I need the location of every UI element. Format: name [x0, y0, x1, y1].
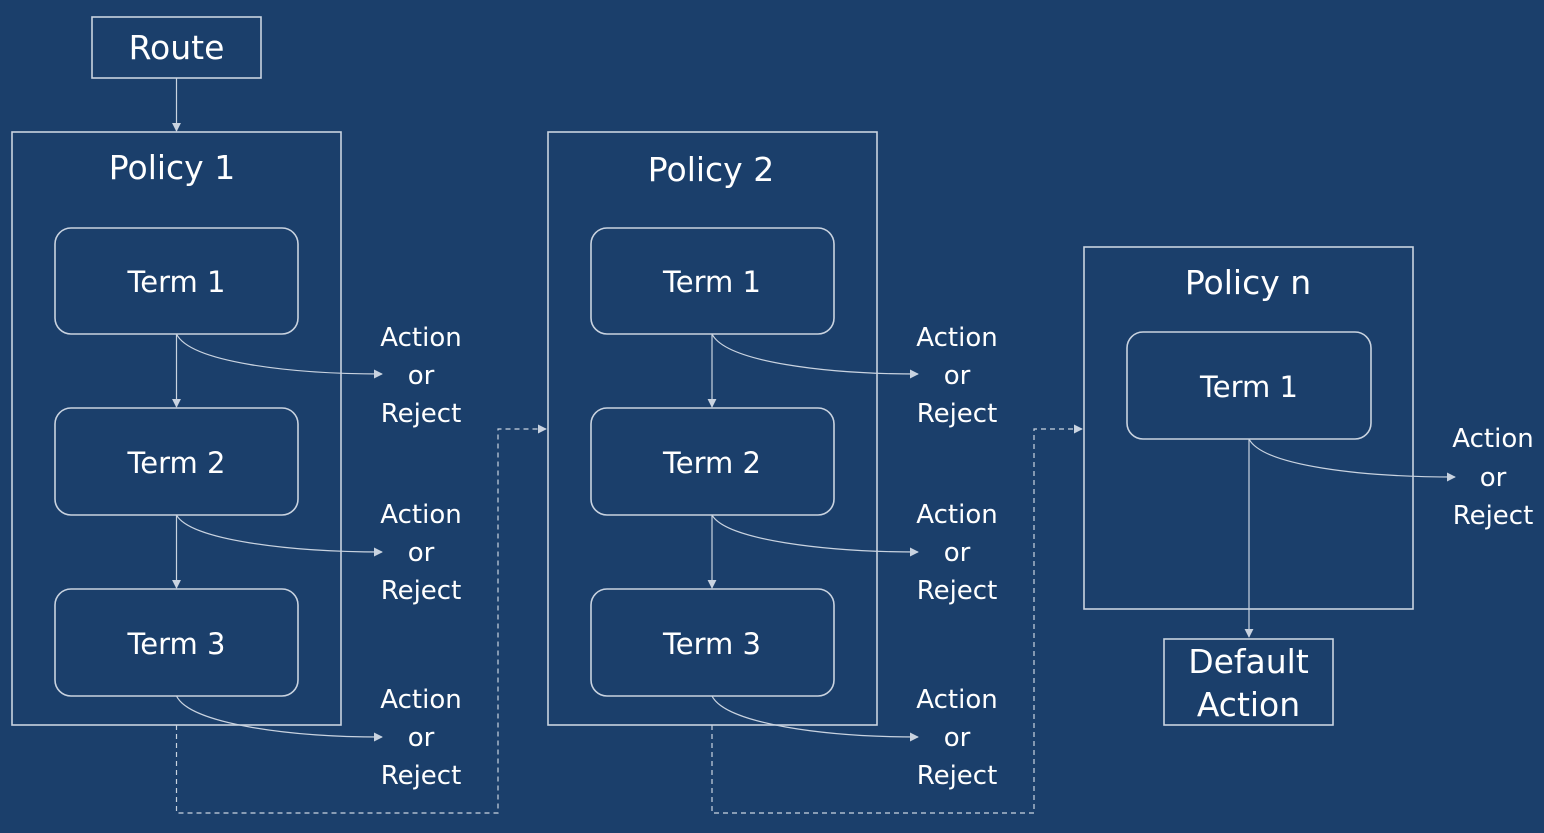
outcome-or: or [408, 361, 435, 391]
p2-term3-outcome-arrow [711, 695, 919, 742]
policy-n-term-1-label: Term 1 [1199, 370, 1298, 404]
policy-1-title: Policy 1 [109, 148, 235, 187]
outcome-or: or [408, 538, 435, 568]
policy-2-term-2: Term 2 [590, 407, 835, 516]
outcome-or: or [944, 361, 971, 391]
p2-term3-outcome: Action or Reject [916, 685, 997, 791]
p1-term2-outcome: Action or Reject [380, 500, 461, 606]
default-action-line-1: Default [1188, 642, 1309, 681]
policy-2-term-1: Term 1 [590, 227, 835, 335]
policy-1-term-2: Term 2 [54, 407, 299, 516]
p2-term2-outcome-arrow [711, 514, 919, 557]
policy-2-term-2-label: Term 2 [662, 446, 761, 480]
outcome-action: Action [916, 500, 997, 530]
policy-1-term-1-label: Term 1 [127, 265, 226, 299]
policy-2-title: Policy 2 [648, 150, 774, 189]
policy-2: Policy 2 Term 1 Term 2 Term 3 [547, 131, 878, 726]
default-action-line-2: Action [1197, 685, 1300, 724]
policy-n-title: Policy n [1185, 263, 1311, 302]
outcome-reject: Reject [381, 399, 462, 429]
policy-n-term-1: Term 1 [1126, 331, 1372, 440]
default-action-node: Default Action [1163, 638, 1334, 726]
policy-1-term-3-label: Term 3 [127, 627, 226, 661]
p1-term2-outcome-arrow [175, 514, 383, 557]
outcome-or: or [944, 538, 971, 568]
p1-term1-outcome: Action or Reject [380, 323, 461, 429]
outcome-reject: Reject [1453, 501, 1534, 531]
policy-2-term-1-label: Term 1 [662, 265, 761, 299]
outcome-or: or [408, 723, 435, 753]
policy-1-to-policy-2-dashed-arrow [175, 424, 547, 814]
p1-term1-outcome-arrow [175, 333, 383, 379]
outcome-action: Action [1452, 424, 1533, 454]
policy-2-term-3: Term 3 [590, 588, 835, 697]
outcome-action: Action [380, 685, 461, 715]
outcome-reject: Reject [381, 576, 462, 606]
route-node: Route [91, 16, 262, 79]
outcome-action: Action [916, 323, 997, 353]
policy-1-term-3: Term 3 [54, 588, 299, 697]
policy-1-term-1: Term 1 [54, 227, 299, 335]
outcome-reject: Reject [917, 761, 998, 791]
outcome-or: or [1480, 463, 1507, 493]
p2-term2-outcome: Action or Reject [916, 500, 997, 606]
policy-2-to-policy-n-dashed-arrow [711, 424, 1083, 814]
policy-2-term-3-label: Term 3 [662, 627, 761, 661]
policy-1: Policy 1 Term 1 Term 2 Term 3 [11, 131, 342, 726]
outcome-reject: Reject [917, 576, 998, 606]
outcome-action: Action [916, 685, 997, 715]
outcome-or: or [944, 723, 971, 753]
outcome-action: Action [380, 323, 461, 353]
p1-term3-outcome-arrow [175, 695, 383, 742]
route-label: Route [129, 28, 225, 67]
p2-term1-outcome: Action or Reject [916, 323, 997, 429]
pn-term1-outcome-arrow [1248, 438, 1456, 482]
p1-term3-outcome: Action or Reject [380, 685, 461, 791]
p2-term1-outcome-arrow [711, 333, 919, 379]
policy-1-term-2-label: Term 2 [127, 446, 226, 480]
outcome-reject: Reject [917, 399, 998, 429]
outcome-reject: Reject [381, 761, 462, 791]
outcome-action: Action [380, 500, 461, 530]
pn-term1-outcome: Action or Reject [1452, 424, 1533, 531]
